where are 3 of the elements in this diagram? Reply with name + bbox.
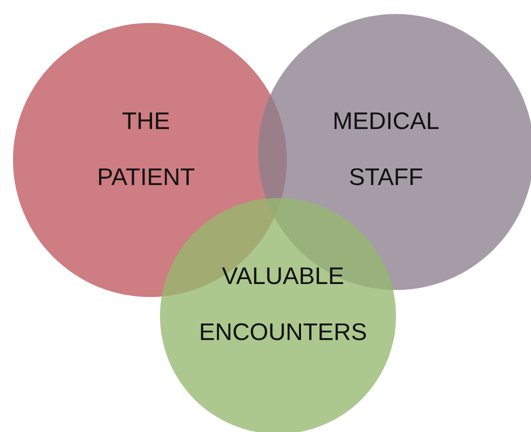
circle-label: THE PATIENT xyxy=(96,107,196,193)
circle-label: VALUABLE ENCOUNTERS xyxy=(198,262,368,348)
circle-label: MEDICAL STAFF xyxy=(332,107,440,193)
